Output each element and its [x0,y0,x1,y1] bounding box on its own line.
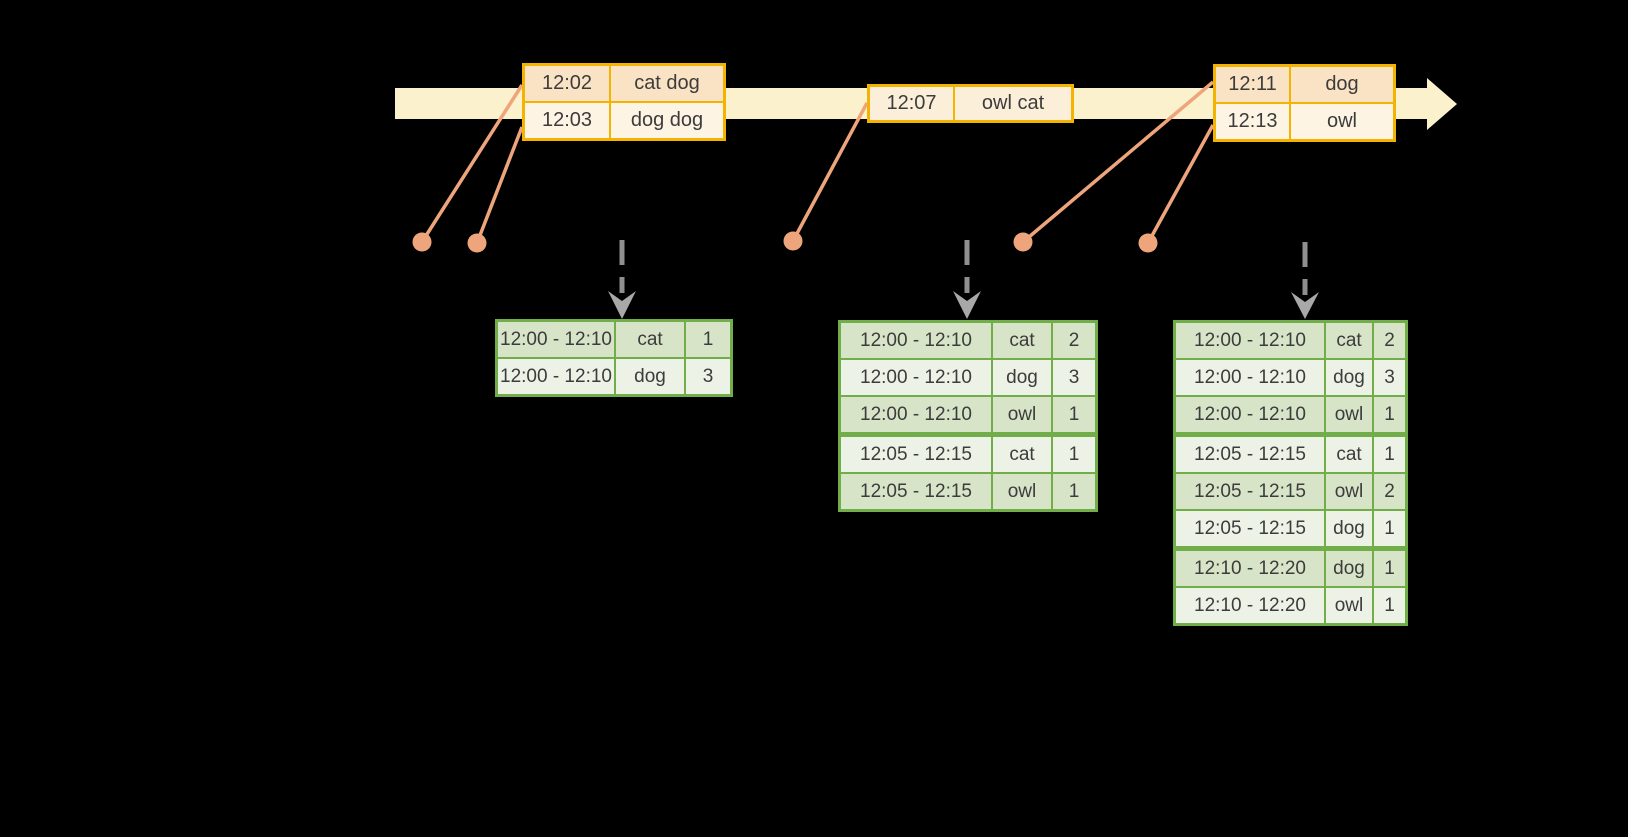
word-cell: cat [993,437,1051,472]
event-words-cell: cat dog [611,66,723,101]
event-time-dot [467,233,487,253]
count-cell: 3 [1053,360,1095,395]
event-connector-line [1146,124,1215,244]
event-time-dot [412,232,432,252]
count-cell: 1 [1374,511,1405,546]
count-cell: 1 [686,322,730,357]
word-cell: owl [993,397,1051,432]
count-cell: 2 [1053,323,1095,358]
window-cell: 12:00 - 12:10 [1176,323,1324,358]
event-connector-line [791,102,869,242]
event-connector-line [475,126,524,244]
count-cell: 2 [1374,323,1405,358]
window-cell: 12:00 - 12:10 [1176,397,1324,432]
count-cell: 1 [1053,437,1095,472]
event-time-cell: 12:03 [525,103,609,138]
window-cell: 12:10 - 12:20 [1176,551,1324,586]
event-time-dot [783,231,803,251]
event-time-cell: 12:13 [1216,104,1289,139]
word-cell: cat [616,322,684,357]
event-time-dot [1138,233,1158,253]
window-cell: 12:00 - 12:10 [841,323,991,358]
window-cell: 12:05 - 12:15 [1176,437,1324,472]
window-cell: 12:00 - 12:10 [498,359,614,394]
word-cell: cat [1326,323,1372,358]
word-cell: owl [1326,397,1372,432]
trigger-arrow-icon [1291,242,1319,319]
word-cell: dog [1326,551,1372,586]
window-cell: 12:00 - 12:10 [841,397,991,432]
window-cell: 12:00 - 12:10 [498,322,614,357]
window-cell: 12:00 - 12:10 [841,360,991,395]
event-words-cell: dog dog [611,103,723,138]
word-cell: owl [1326,474,1372,509]
count-cell: 2 [1374,474,1405,509]
word-cell: dog [993,360,1051,395]
count-cell: 3 [1374,360,1405,395]
event-time-cell: 12:11 [1216,67,1289,102]
event-words-cell: owl [1291,104,1393,139]
trigger-arrow-icon [608,240,636,319]
word-cell: dog [616,359,684,394]
trigger-arrow-icon [953,240,981,319]
event-time-dot [1013,232,1033,252]
window-cell: 12:05 - 12:15 [1176,511,1324,546]
event-words-cell: dog [1291,67,1393,102]
count-cell: 1 [1374,588,1405,623]
count-cell: 3 [686,359,730,394]
window-cell: 12:10 - 12:20 [1176,588,1324,623]
word-cell: dog [1326,360,1372,395]
count-cell: 1 [1374,397,1405,432]
count-cell: 1 [1053,397,1095,432]
word-cell: cat [1326,437,1372,472]
count-cell: 1 [1374,437,1405,472]
window-cell: 12:05 - 12:15 [841,437,991,472]
word-cell: owl [993,474,1051,509]
word-cell: dog [1326,511,1372,546]
window-cell: 12:05 - 12:15 [1176,474,1324,509]
window-cell: 12:00 - 12:10 [1176,360,1324,395]
event-time-cell: 12:07 [870,87,953,120]
count-cell: 1 [1374,551,1405,586]
event-time-cell: 12:02 [525,66,609,101]
window-cell: 12:05 - 12:15 [841,474,991,509]
count-cell: 1 [1053,474,1095,509]
event-words-cell: owl cat [955,87,1071,120]
word-cell: owl [1326,588,1372,623]
word-cell: cat [993,323,1051,358]
timeline-arrowhead-icon [1427,78,1457,130]
